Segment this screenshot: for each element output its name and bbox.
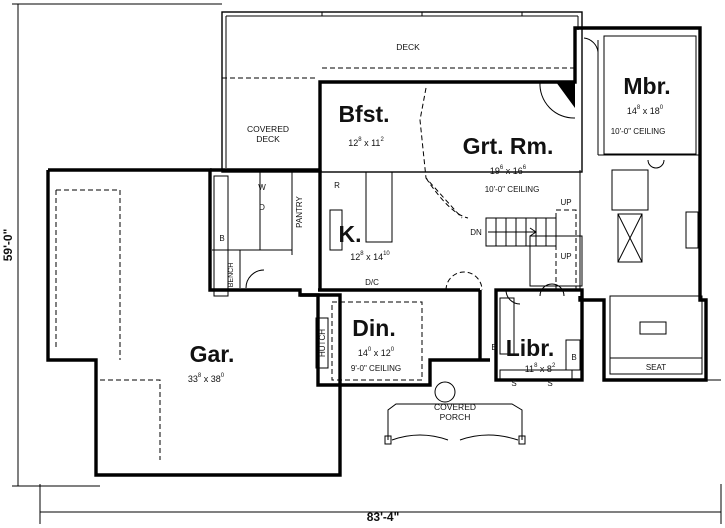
library-shelf-s2: S <box>547 379 552 388</box>
dining-ceiling-outline <box>331 301 423 381</box>
overall-depth: 59'-0" <box>1 229 15 262</box>
kitchen-dimensions: 128 x 1410 <box>350 251 390 262</box>
covered-porch <box>384 381 526 445</box>
overall-width: 83'-4" <box>367 510 400 524</box>
shelf-b-label: B <box>491 343 496 352</box>
bench-b-label: B <box>219 234 224 243</box>
deck <box>221 11 583 173</box>
dimension-lines <box>12 3 722 524</box>
covered-deck-label-2: DECK <box>256 134 280 144</box>
shelf-b2-label: B <box>571 353 576 362</box>
stairs-down-label: DN <box>470 228 482 237</box>
washer-label: W <box>258 183 266 192</box>
fireplace <box>539 81 576 119</box>
stairs-up-label-2: UP <box>560 252 571 261</box>
deck-label: DECK <box>396 42 420 52</box>
library-shelf-s1: S <box>511 379 516 388</box>
stairs <box>485 209 577 291</box>
hutch-label: HUTCH <box>318 329 327 357</box>
dining-ceiling: 9'-0" CEILING <box>351 364 401 373</box>
refrigerator-label: R <box>334 181 340 190</box>
bench-label: BENCH <box>228 263 235 288</box>
bay-window <box>419 87 469 219</box>
garage-dimensions: 338 x 380 <box>188 373 225 384</box>
library-dimensions: 118 x 82 <box>525 363 556 374</box>
great-room-ceiling: 10'-0" CEILING <box>485 185 540 194</box>
dining-dimensions: 140 x 120 <box>358 347 395 358</box>
great-room-name: Grt. Rm. <box>463 133 554 159</box>
garage-name: Gar. <box>190 341 235 367</box>
stairs-up-label: UP <box>560 198 571 207</box>
kitchen-name: K. <box>339 221 362 247</box>
covered-porch-label-2: PORCH <box>440 412 471 422</box>
dining-name: Din. <box>352 315 395 341</box>
dryer-closet-label: D/C <box>365 278 379 287</box>
covered-porch-label-1: COVERED <box>434 402 476 412</box>
dryer-label: D <box>259 203 265 212</box>
master-ceiling: 10'-0" CEILING <box>611 127 666 136</box>
seat-label: SEAT <box>646 363 666 372</box>
great-room-dimensions: 196 x 166 <box>490 165 527 176</box>
breakfast-dimensions: 128 x 112 <box>348 137 384 148</box>
master-name: Mbr. <box>623 73 670 99</box>
master-dimensions: 148 x 180 <box>627 105 664 116</box>
garage <box>46 168 342 477</box>
pantry-label: PANTRY <box>295 195 304 227</box>
door-swings <box>245 37 665 305</box>
library-name: Libr. <box>506 335 555 361</box>
covered-deck-label-1: COVERED <box>247 124 289 134</box>
breakfast-name: Bfst. <box>338 101 389 127</box>
